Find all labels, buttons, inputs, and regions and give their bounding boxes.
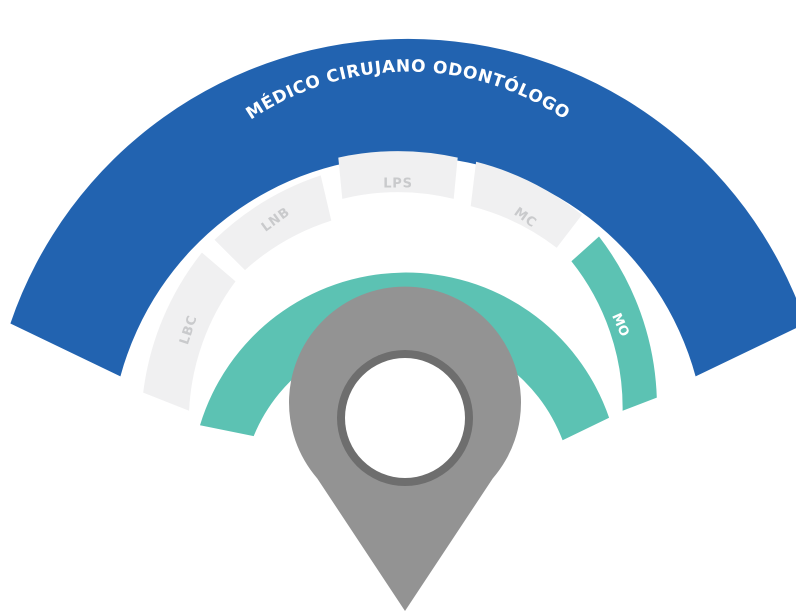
segment-lnb (214, 175, 332, 271)
program-segments: LBC LNB LPS MC MO (143, 151, 657, 411)
outer-arc-band (10, 38, 796, 377)
segment-label-lps: LPS (383, 177, 413, 192)
pin-hole (345, 358, 465, 478)
segment-mc (470, 161, 582, 248)
segment-lbc (143, 252, 236, 411)
map-pin-icon (289, 286, 521, 611)
salud-arc-label: SALUD (356, 195, 460, 230)
salud-arc-band (200, 272, 610, 441)
segment-lps (338, 151, 458, 199)
segment-mo (571, 236, 657, 411)
